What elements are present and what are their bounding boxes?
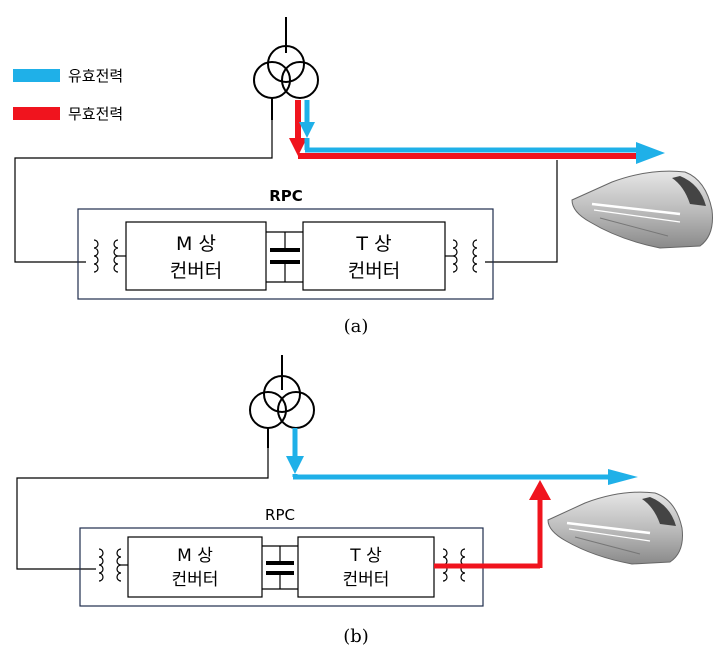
legend-active-label: 유효전력	[68, 67, 123, 85]
active-power-flow-a	[299, 100, 665, 164]
inductor-left-a	[93, 239, 126, 273]
legend: 유효전력 무효전력	[13, 67, 123, 123]
scott-transformer-icon	[253, 17, 319, 120]
m-converter-box-b	[127, 536, 263, 598]
rpc-title-a: RPC	[269, 187, 303, 205]
legend-reactive-label: 무효전력	[68, 105, 123, 123]
m-converter-line2-b: 컨버터	[172, 570, 219, 590]
m-converter-line1-b: M 상	[177, 546, 213, 566]
reactive-power-flow-b	[434, 480, 551, 569]
scott-transformer-icon	[249, 355, 315, 448]
rpc-box-a	[77, 208, 494, 300]
m-converter-line1-a: M 상	[176, 233, 216, 255]
high-speed-train-icon	[547, 491, 683, 565]
dc-link-capacitor-icon	[266, 231, 303, 283]
rpc-title-b: RPC	[265, 506, 295, 524]
reactive-power-flow-a	[289, 100, 640, 159]
t-converter-line2-a: 컨버터	[348, 260, 400, 282]
inductor-left-b	[98, 548, 128, 582]
inductor-right-a	[445, 239, 478, 273]
m-converter-line2-a: 컨버터	[170, 260, 222, 282]
t-converter-box-a	[302, 221, 446, 291]
m-converter-box-a	[125, 221, 267, 291]
high-speed-train-icon	[571, 170, 713, 249]
dc-link-capacitor-icon	[262, 545, 298, 590]
caption-a: (a)	[344, 316, 369, 337]
panel-a: RPC M 상 컨버터 T 상 컨버터	[14, 17, 713, 337]
t-converter-line1-a: T 상	[355, 233, 391, 255]
caption-b: (b)	[343, 626, 369, 647]
t-converter-line1-b: T 상	[349, 546, 382, 566]
active-power-flow-b	[286, 428, 638, 485]
t-converter-box-b	[297, 536, 435, 598]
wiring-b	[16, 448, 269, 570]
panel-b: RPC M 상 컨버터 T 상 컨버터	[16, 355, 683, 647]
legend-reactive-swatch	[13, 107, 60, 120]
legend-active-swatch	[13, 69, 60, 82]
t-converter-line2-b: 컨버터	[343, 570, 390, 590]
wiring-a	[14, 120, 558, 263]
